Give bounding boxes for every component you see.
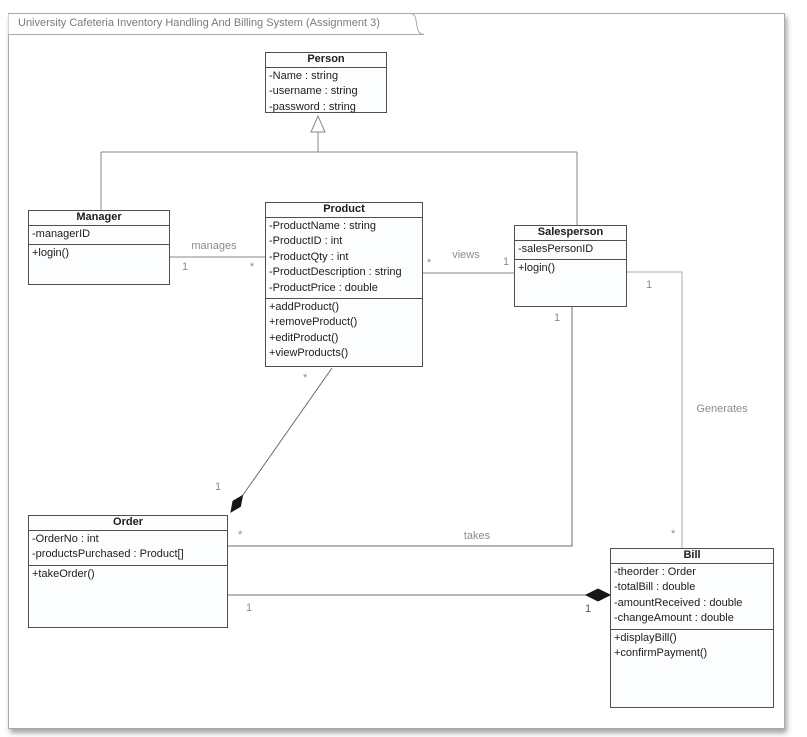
class-person[interactable]: Person -Name : string -username : string -… — [265, 52, 387, 113]
frame-title-tab — [8, 13, 425, 35]
class-member: -managerID — [32, 228, 91, 240]
generates-salesperson-multiplicity: 1 — [646, 279, 653, 291]
class-member: +login() — [32, 247, 69, 260]
class-member: -Name : string — [269, 70, 339, 82]
class-salesperson-name: Salesperson — [515, 226, 626, 241]
class-bill-attributes: -theorder : Order -totalBill : double -amo… — [611, 564, 773, 629]
class-member: -salesPersonID — [518, 243, 594, 255]
class-manager[interactable]: Manager -managerID +login() — [28, 210, 170, 285]
class-member: -totalBill : double — [614, 581, 696, 594]
views-product-multiplicity: * — [427, 257, 432, 269]
class-member: -amountReceived : double — [614, 596, 743, 609]
class-bill-name: Bill — [611, 549, 773, 564]
class-product-attributes: -ProductName : string -ProductID : int -Pr… — [266, 218, 422, 298]
class-member: -ProductID : int — [269, 235, 343, 248]
class-member: -ProductDescription : string — [269, 266, 402, 279]
generates-label: Generates — [696, 403, 748, 415]
class-person-name: Person — [266, 53, 386, 68]
class-order-attributes: -OrderNo : int -productsPurchased : Produ… — [29, 531, 227, 565]
composition-product-multiplicity: * — [303, 372, 308, 384]
class-member: +viewProducts() — [269, 347, 349, 360]
class-product[interactable]: Product -ProductName : string -ProductID … — [265, 202, 423, 367]
inheritance-triangle-icon[interactable] — [310, 114, 326, 133]
class-member: -theorder : Order — [614, 566, 696, 578]
bill-composition-order-multiplicity: 1 — [246, 602, 253, 614]
class-manager-attributes: -managerID — [29, 226, 169, 244]
class-member: +login() — [518, 262, 555, 275]
class-salesperson-attributes: -salesPersonID — [515, 241, 626, 259]
class-product-methods: +addProduct() +removeProduct() +editProduc… — [266, 297, 422, 366]
manages-manager-multiplicity: 1 — [182, 261, 189, 273]
class-member: +addProduct() — [269, 300, 340, 313]
generates-association-line[interactable] — [627, 271, 683, 548]
class-person-attributes: -Name : string -username : string -passwor… — [266, 68, 386, 117]
class-manager-name: Manager — [29, 211, 169, 226]
takes-label: takes — [463, 530, 491, 542]
class-member: -productsPurchased : Product[] — [32, 548, 184, 561]
class-member: +takeOrder() — [32, 567, 95, 580]
bill-composition-bill-multiplicity: 1 — [585, 603, 592, 615]
class-member: -password : string — [269, 100, 356, 113]
composition-order-multiplicity: 1 — [215, 481, 222, 493]
class-order[interactable]: Order -OrderNo : int -productsPurchased :… — [28, 515, 228, 628]
class-member: -changeAmount : double — [614, 612, 734, 625]
class-member: -OrderNo : int — [32, 533, 99, 545]
order-composition-diamond-icon[interactable] — [230, 494, 244, 513]
class-member: +confirmPayment() — [614, 646, 708, 659]
class-member: -username : string — [269, 85, 358, 98]
manages-label: manages — [191, 240, 237, 252]
class-order-methods: +takeOrder() — [29, 564, 227, 627]
class-manager-methods: +login() — [29, 244, 169, 284]
bill-composition-diamond-icon[interactable] — [584, 588, 612, 602]
class-member: +removeProduct() — [269, 316, 358, 329]
class-member: -ProductName : string — [269, 220, 376, 232]
class-member: -ProductQty : int — [269, 250, 349, 263]
takes-salesperson-multiplicity: 1 — [554, 312, 561, 324]
class-bill[interactable]: Bill -theorder : Order -totalBill : doubl… — [610, 548, 774, 708]
manages-product-multiplicity: * — [250, 261, 255, 273]
takes-association-line[interactable] — [228, 307, 573, 547]
class-salesperson-methods: +login() — [515, 259, 626, 306]
class-bill-methods: +displayBill() +confirmPayment() — [611, 628, 773, 707]
views-salesperson-multiplicity: 1 — [503, 256, 510, 268]
class-order-name: Order — [29, 516, 227, 531]
class-member: +editProduct() — [269, 331, 339, 344]
class-member: +displayBill() — [614, 631, 677, 644]
class-member: -ProductPrice : double — [269, 281, 378, 294]
views-label: views — [452, 249, 480, 261]
frame-title: University Cafeteria Inventory Handling … — [18, 17, 380, 29]
order-product-composition-line[interactable] — [242, 367, 333, 496]
class-salesperson[interactable]: Salesperson -salesPersonID +login() — [514, 225, 627, 307]
class-product-name: Product — [266, 203, 422, 218]
generates-bill-multiplicity: * — [671, 528, 676, 540]
takes-order-multiplicity: * — [238, 529, 243, 541]
